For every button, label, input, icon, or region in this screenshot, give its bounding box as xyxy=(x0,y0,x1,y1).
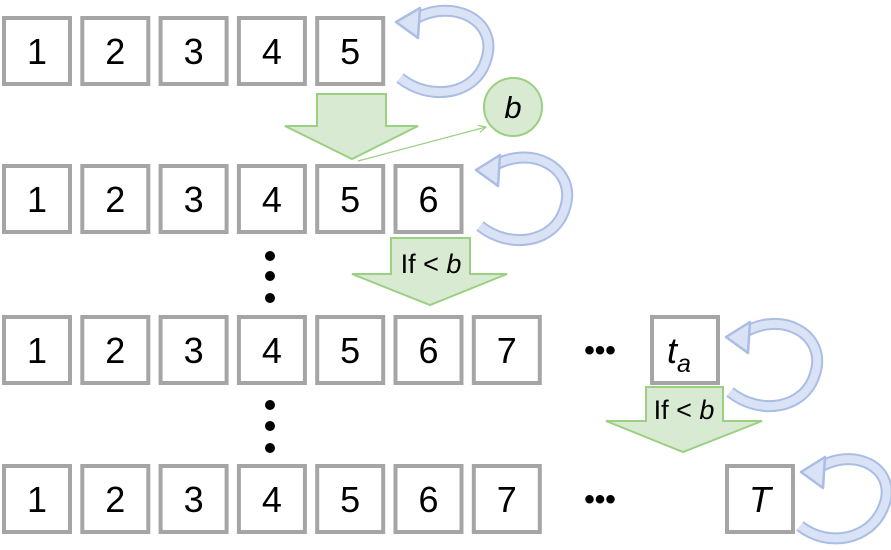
cell-2-1-label: 1 xyxy=(27,179,47,220)
cell-2-3: 3 xyxy=(158,164,229,234)
cell-1-5: 5 xyxy=(315,16,386,86)
cell-2-1: 1 xyxy=(2,164,72,234)
cell-3-1-label: 1 xyxy=(27,330,47,371)
cell-4-6-label: 6 xyxy=(418,479,438,520)
condition-arrow-2: If < b xyxy=(605,386,763,454)
cell-1-2-label: 2 xyxy=(105,31,125,72)
budget-node: b xyxy=(483,77,543,137)
cell-3-2-label: 2 xyxy=(105,330,125,371)
cell-4-2: 2 xyxy=(80,464,151,534)
cell-2-3-label: 3 xyxy=(184,179,204,220)
cell-3-4-label: 4 xyxy=(262,330,282,371)
cell-2-2-label: 2 xyxy=(105,179,125,220)
self-loop-icon-1 xyxy=(394,4,495,99)
cell-4-5: 5 xyxy=(315,464,386,534)
cell-4-2-label: 2 xyxy=(105,479,125,520)
condition-arrow-1: If < b xyxy=(351,237,508,307)
cell-2-6-label: 6 xyxy=(418,179,438,220)
cell-3-2: 2 xyxy=(80,315,151,385)
cell-1-5-label: 5 xyxy=(340,31,360,72)
cell-4-6: 6 xyxy=(393,464,464,534)
cell-4-1: 1 xyxy=(2,464,72,534)
cell-4-4: 4 xyxy=(236,464,307,534)
cell-2-5-label: 5 xyxy=(340,179,360,220)
cell-3-6-label: 6 xyxy=(418,330,438,371)
cell-3-4: 4 xyxy=(236,315,307,385)
down-arrow-1 xyxy=(284,93,419,161)
cell-4-last-label: T xyxy=(749,479,774,520)
cell-1-3-label: 3 xyxy=(184,31,204,72)
row-2: 1 2 3 4 5 6 xyxy=(2,164,464,234)
cell-3-last-label: ta xyxy=(667,330,691,378)
cell-1-4: 4 xyxy=(236,16,307,86)
cell-1-3: 3 xyxy=(158,16,229,86)
pointer-to-b xyxy=(357,127,486,162)
cell-1-2: 2 xyxy=(80,16,151,86)
self-loop-icon-2 xyxy=(474,151,573,247)
cell-3-1: 1 xyxy=(2,315,72,385)
self-loop-icon-3 xyxy=(724,317,823,413)
cell-3-7: 7 xyxy=(471,315,542,385)
row-4-ellipsis: ••• xyxy=(584,483,616,516)
row-1: 1 2 3 4 5 xyxy=(2,16,386,86)
budget-label: b xyxy=(504,90,521,125)
cell-3-5-label: 5 xyxy=(340,330,360,371)
cell-3-3: 3 xyxy=(158,315,229,385)
cell-2-4: 4 xyxy=(236,164,307,234)
cell-4-3-label: 3 xyxy=(184,479,204,520)
cell-3-last: ta xyxy=(650,315,720,385)
cell-4-last: T xyxy=(725,464,795,534)
row-4: 1 2 3 4 5 6 7 ••• T xyxy=(2,464,795,534)
cell-4-7: 7 xyxy=(471,464,542,534)
cell-3-7-label: 7 xyxy=(497,330,517,371)
cell-2-2: 2 xyxy=(80,164,151,234)
cell-4-3: 3 xyxy=(158,464,229,534)
cell-2-4-label: 4 xyxy=(262,179,282,220)
cell-1-1: 1 xyxy=(2,16,72,86)
cell-4-7-label: 7 xyxy=(497,479,517,520)
row-3: 1 2 3 4 5 6 7 ••• ta xyxy=(2,315,720,385)
row-3-ellipsis: ••• xyxy=(584,334,616,367)
cell-3-6: 6 xyxy=(393,315,464,385)
vertical-ellipsis-2 xyxy=(265,400,275,453)
cell-4-1-label: 1 xyxy=(27,479,47,520)
cell-4-5-label: 5 xyxy=(340,479,360,520)
cell-3-3-label: 3 xyxy=(184,330,204,371)
condition-label-1: If < b xyxy=(401,249,462,279)
vertical-ellipsis-1 xyxy=(265,251,275,303)
cell-2-6: 6 xyxy=(393,164,464,234)
cell-4-4-label: 4 xyxy=(262,479,282,520)
self-loop-icon-4 xyxy=(796,453,891,545)
cell-1-1-label: 1 xyxy=(27,31,47,72)
cell-3-5: 5 xyxy=(315,315,386,385)
cell-1-4-label: 4 xyxy=(262,31,282,72)
condition-label-2: If < b xyxy=(654,395,715,425)
cell-2-5: 5 xyxy=(315,164,386,234)
